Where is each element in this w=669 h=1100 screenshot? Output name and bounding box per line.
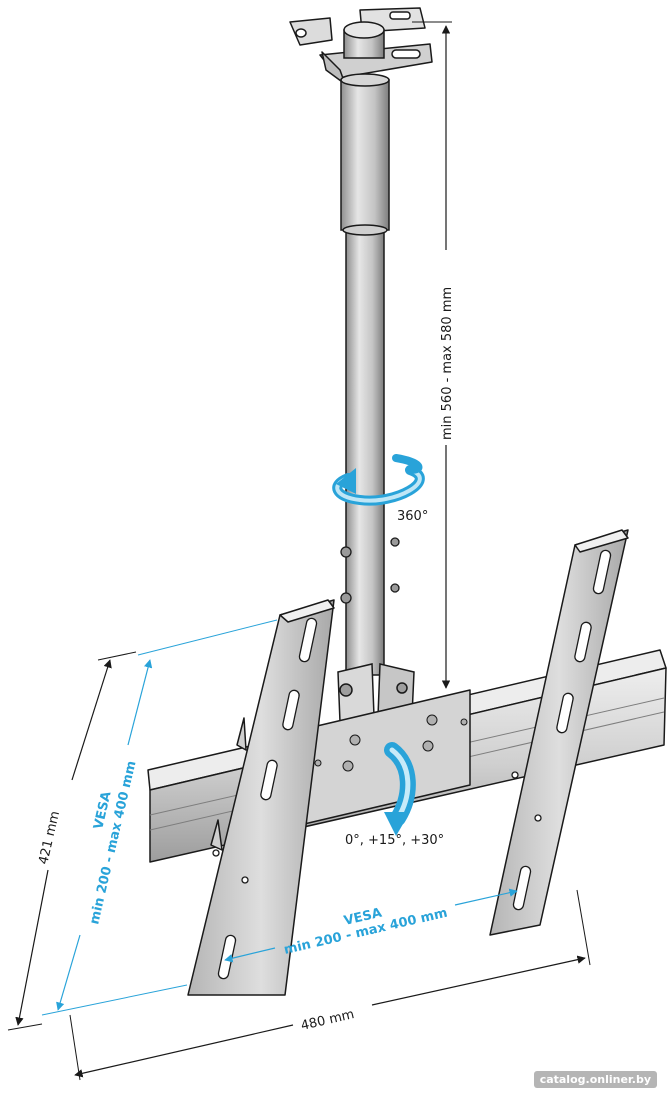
overall-width-dimension bbox=[69, 889, 591, 1081]
pole-upper bbox=[340, 73, 390, 231]
pole-bolts bbox=[340, 537, 400, 604]
overall-height-dimension bbox=[7, 651, 137, 1031]
rotation-360-label: 360° bbox=[397, 509, 428, 524]
rail-screws bbox=[314, 714, 468, 772]
overall-height-label: 421 mm bbox=[36, 810, 63, 866]
height-dimension: min 560 - max 580 mm bbox=[412, 21, 455, 689]
right-arm-slots bbox=[511, 549, 612, 911]
watermark: catalog.onliner.by bbox=[533, 1071, 657, 1088]
rotation-360-arrow bbox=[332, 454, 425, 506]
tilt-arrow bbox=[384, 742, 416, 836]
vesa-horizontal-dimension bbox=[224, 888, 518, 963]
overall-width-label: 480 mm bbox=[300, 1007, 356, 1034]
vesa-v-range: min 200 - max 400 mm bbox=[87, 759, 139, 925]
ceiling-joint bbox=[343, 21, 385, 59]
tilt-label: 0°, +15°, +30° bbox=[345, 833, 444, 848]
height-range-label: min 560 - max 580 mm bbox=[440, 287, 455, 440]
vesa-vertical-dimension bbox=[41, 619, 278, 1016]
pole-lower bbox=[342, 224, 388, 676]
